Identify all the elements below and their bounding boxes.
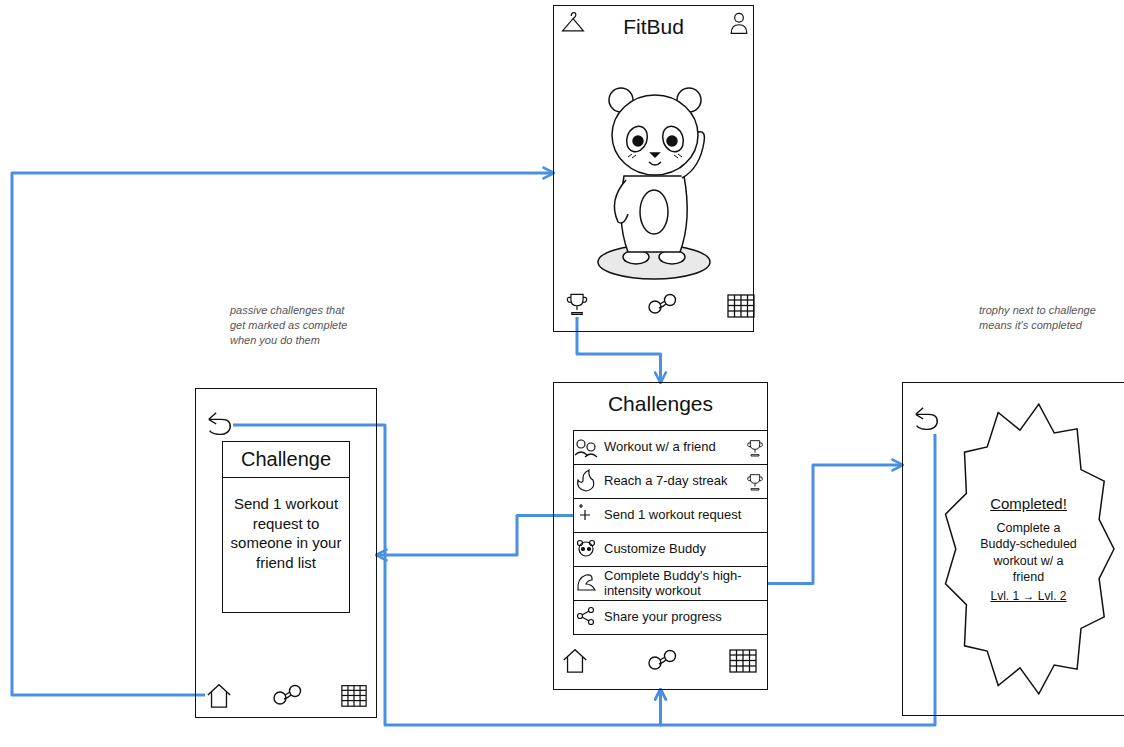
node-text: Lvl. 1 → Lvl. 2	[977, 589, 1081, 603]
node-text: Send 1 workout request to someone in you…	[223, 478, 349, 588]
phone-screen: trophy next to challenge means it's comp…	[902, 382, 1124, 716]
node-text: Complete a Buddy-scheduled workout w/ a …	[977, 520, 1081, 585]
flow-arrow	[661, 690, 936, 725]
calendar-icon	[730, 650, 756, 672]
node-text: Reach a 7-day streak	[604, 474, 728, 489]
workout-icon	[649, 295, 676, 314]
trophy-icon	[567, 294, 586, 314]
flow-arrow	[377, 516, 573, 556]
challenge-row: Share your progress	[573, 600, 768, 635]
panda-illustration	[598, 88, 710, 279]
back-icon	[209, 413, 231, 435]
completed-trophy	[748, 475, 763, 490]
home-icon	[208, 685, 230, 707]
phone-screen: passive challenges that get marked as co…	[195, 388, 377, 718]
outfit-icon	[563, 13, 584, 31]
completed-trophy	[748, 441, 763, 456]
node-text: Workout w/ a friend	[604, 440, 716, 455]
calendar-icon	[342, 686, 366, 707]
challenge-row: Workout w/ a friend	[573, 430, 768, 465]
phone-screen: FitBud	[553, 5, 754, 332]
challenge-row: Send 1 workout request	[573, 498, 768, 533]
node-text: Complete Buddy's high-intensity workout	[604, 569, 745, 599]
screen-title: Challenges	[554, 383, 767, 416]
completed-burst: Completed! Complete a Buddy-scheduled wor…	[941, 401, 1116, 697]
flow-leader	[195, 317, 935, 716]
challenge-row: Customize Buddy	[573, 532, 768, 567]
challenge-row: Complete Buddy's high-intensity workout	[573, 566, 768, 601]
node-text: Customize Buddy	[604, 542, 706, 557]
node-text: Challenge	[223, 442, 349, 478]
flow-arrow	[577, 332, 661, 382]
node-text: Send 1 workout request	[604, 508, 741, 523]
workout-icon	[274, 686, 301, 705]
annotation-note: trophy next to challenge means it's comp…	[979, 303, 1099, 333]
flow-arrow	[768, 465, 902, 584]
challenge-card: ChallengeSend 1 workout request to someo…	[222, 441, 350, 613]
calendar-icon	[728, 295, 754, 317]
home-icon	[564, 650, 586, 672]
profile-icon	[731, 13, 747, 33]
back-icon	[916, 408, 938, 430]
workout-icon	[649, 651, 676, 670]
screen-title: FitBud	[554, 6, 753, 39]
challenge-row: Reach a 7-day streak	[573, 464, 768, 499]
phone-screen: ChallengesWorkout w/ a friendReach a 7-d…	[553, 382, 768, 690]
burst-outline	[946, 404, 1115, 694]
node-text: Completed!	[977, 495, 1081, 512]
flow-arrow	[12, 173, 553, 695]
node-text: Share your progress	[604, 610, 722, 625]
annotation-note: passive challenges that get marked as co…	[230, 303, 355, 348]
